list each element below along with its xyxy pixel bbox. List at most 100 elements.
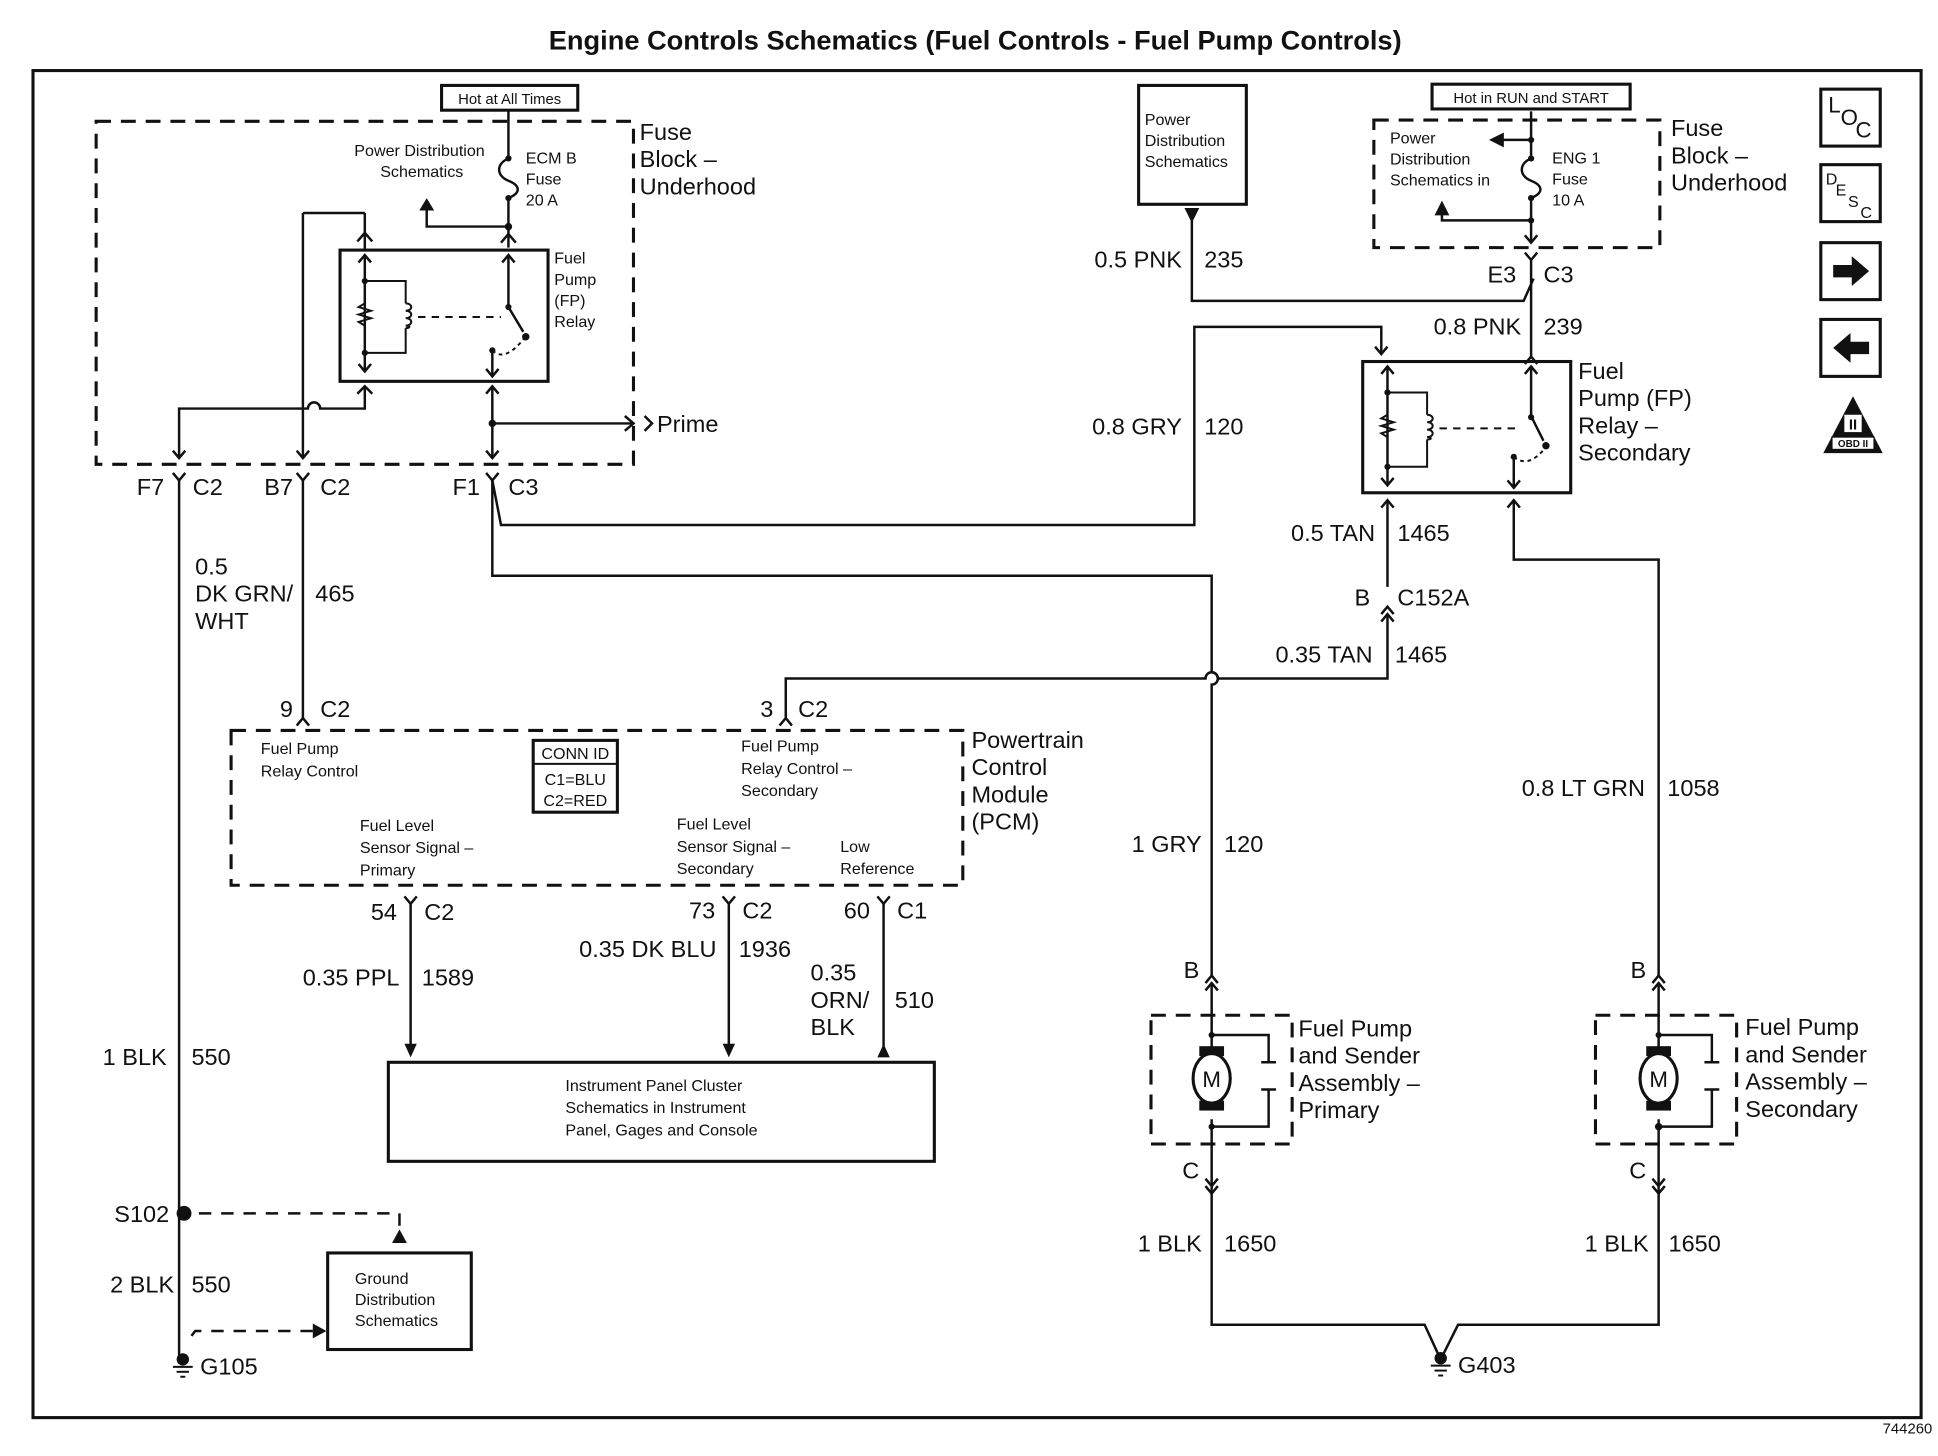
c152a-pin: B [1354,584,1370,610]
wire-1465-b-circuit: 1465 [1395,641,1447,667]
svg-text:CONN ID: CONN ID [541,745,609,763]
obd2-icon[interactable]: II OBD II [1823,396,1883,454]
svg-text:C2: C2 [742,898,772,924]
pcm-fuel-level-primary: Fuel Level Sensor Signal – Primary [360,817,478,880]
wire-235 [1190,220,1535,303]
svg-text:C2: C2 [798,696,828,722]
eng1-fuse-label: ENG 1 Fuse 10 A [1552,149,1605,209]
wire-120-low-circuit: 120 [1224,831,1263,857]
svg-text:C: C [1855,117,1871,142]
svg-text:C1=BLU: C1=BLU [545,771,606,789]
ipc-ref-box[interactable] [386,1060,936,1163]
fuse-block-right: Hot in RUN and START Fuse Block – Underh… [1372,82,1787,250]
loc-icon[interactable]: L O C [1819,87,1882,148]
wire-1589-circuit: 1589 [422,965,474,991]
fp-relay-label: Fuel Pump (FP) Relay [554,250,600,331]
next-arrow-icon[interactable] [1819,241,1882,302]
wire-510-color: 0.35 ORN/ BLK [811,960,876,1040]
fuel-pump-primary: B M Fuel Pump and Sender Assembly – Prim… [1149,957,1426,1196]
wire-1058-color: 0.8 LT GRN [1522,775,1645,801]
svg-text:OBD II: OBD II [1838,439,1868,450]
hot-in-run-start-box [1430,82,1632,111]
svg-text:60: 60 [844,898,870,924]
fp-relay-secondary: Fuel Pump (FP) Relay – Secondary [1361,358,1698,495]
pcm: 9 C2 3 C2 Powertrain Control Module (PCM… [229,696,1090,925]
svg-text:1650: 1650 [1669,1231,1721,1257]
svg-text:M: M [1649,1067,1668,1092]
pcm-fuel-level-secondary: Fuel Level Sensor Signal – Secondary [677,816,795,879]
c3-conn: C3 [1543,261,1573,287]
wire-1650-secondary [1440,1186,1660,1358]
fuel-pump-secondary: B M Fuel Pump and Sender Assembly – Seco… [1593,957,1873,1196]
pd-ref-right: Power Distribution Schematics in [1390,130,1490,190]
fuse-block-left: Hot at All Times Fuse Block – Underhood … [94,83,756,466]
c152a-conn: C152A [1397,584,1469,610]
wire-120-to-relay-secondary [491,325,1383,527]
pcm-low-reference: Low Reference [840,838,914,878]
wire-550-circuit-a: 550 [191,1044,230,1070]
conn-id-box [531,738,619,814]
wire-239-circuit: 239 [1543,313,1582,339]
svg-text:C2=RED: C2=RED [543,792,607,810]
wire-1936-color: 0.35 DK BLU [579,936,716,962]
ground-g403-label: G403 [1458,1352,1516,1378]
ground-distribution-ref[interactable] [326,1251,473,1352]
wire-550-color-a: 1 BLK [103,1044,167,1070]
figure-id: 744260 [1883,1422,1933,1438]
svg-text:B: B [1631,957,1647,983]
fuse-block-right-boundary [1372,118,1662,250]
wire-239-color: 0.8 PNK [1434,313,1522,339]
svg-text:C: C [1860,204,1872,222]
power-distribution-ref-label: Power Distribution Schematics [1145,111,1230,171]
svg-text:C1: C1 [897,898,927,924]
wire-550-circuit-b: 550 [191,1272,230,1298]
pcm-boundary [229,728,965,887]
svg-text:O: O [1841,105,1858,130]
splice-s102-label: S102 [114,1201,169,1227]
hot-at-all-times-label: Hot at All Times [458,92,561,108]
svg-text:1650: 1650 [1224,1231,1276,1257]
svg-text:II: II [1849,418,1857,434]
prime-label: Prime [657,411,718,437]
pump-secondary-label: Fuel Pump and Sender Assembly – Secondar… [1745,1014,1873,1122]
fuse-block-left-name: Fuse Block – Underhood [640,119,756,199]
pcm-name: Powertrain Control Module (PCM) [971,727,1090,835]
svg-text:C: C [1182,1158,1199,1184]
svg-text:L: L [1828,93,1840,118]
wire-465-color: 0.5 DK GRN/ WHT [195,553,300,633]
svg-text:M: M [1202,1067,1221,1092]
pump-primary-label: Fuel Pump and Sender Assembly – Primary [1298,1015,1426,1123]
ground-distribution-ref-label: Ground Distribution Schematics [355,1270,440,1330]
wire-1058 [1512,500,1660,976]
wire-120-top-circuit: 120 [1204,414,1243,440]
prev-arrow-icon[interactable] [1819,317,1882,378]
wire-550-color-b: 2 BLK [110,1272,174,1298]
fp-relay [338,248,550,383]
svg-text:54: 54 [371,899,397,925]
ipc-ref-label: Instrument Panel Cluster Schematics in I… [565,1077,757,1140]
fuse-block-left-boundary [94,119,636,466]
wire-1465-b-color: 0.35 TAN [1275,641,1372,667]
svg-text:1 BLK: 1 BLK [1585,1231,1649,1257]
fuse-block-right-name: Fuse Block – Underhood [1671,115,1787,195]
ecm-b-fuse-icon [497,111,519,227]
ground-g105-icon [171,1352,194,1378]
svg-text:E: E [1836,182,1847,200]
wire-120-low-color: 1 GRY [1132,831,1202,857]
power-distribution-ref[interactable] [1137,83,1248,206]
wire-235-circuit: 235 [1204,246,1243,272]
svg-text:73: 73 [689,898,715,924]
fp-relay-secondary-label: Fuel Pump (FP) Relay – Secondary [1578,358,1698,466]
svg-text:S: S [1848,193,1859,211]
svg-text:B: B [1184,957,1200,983]
wire-1589-color: 0.35 PPL [303,965,400,991]
pcm-fp-relay-control-secondary: Fuel Pump Relay Control – Secondary [741,738,856,801]
e3-pin: E3 [1487,261,1516,287]
diagram-frame [31,69,1923,1420]
wire-1465-a-circuit: 1465 [1397,520,1449,546]
svg-text:C2: C2 [424,899,454,925]
desc-icon[interactable]: D E S C [1819,163,1882,224]
splice-s102 [176,1205,192,1221]
svg-text:3: 3 [760,696,773,722]
